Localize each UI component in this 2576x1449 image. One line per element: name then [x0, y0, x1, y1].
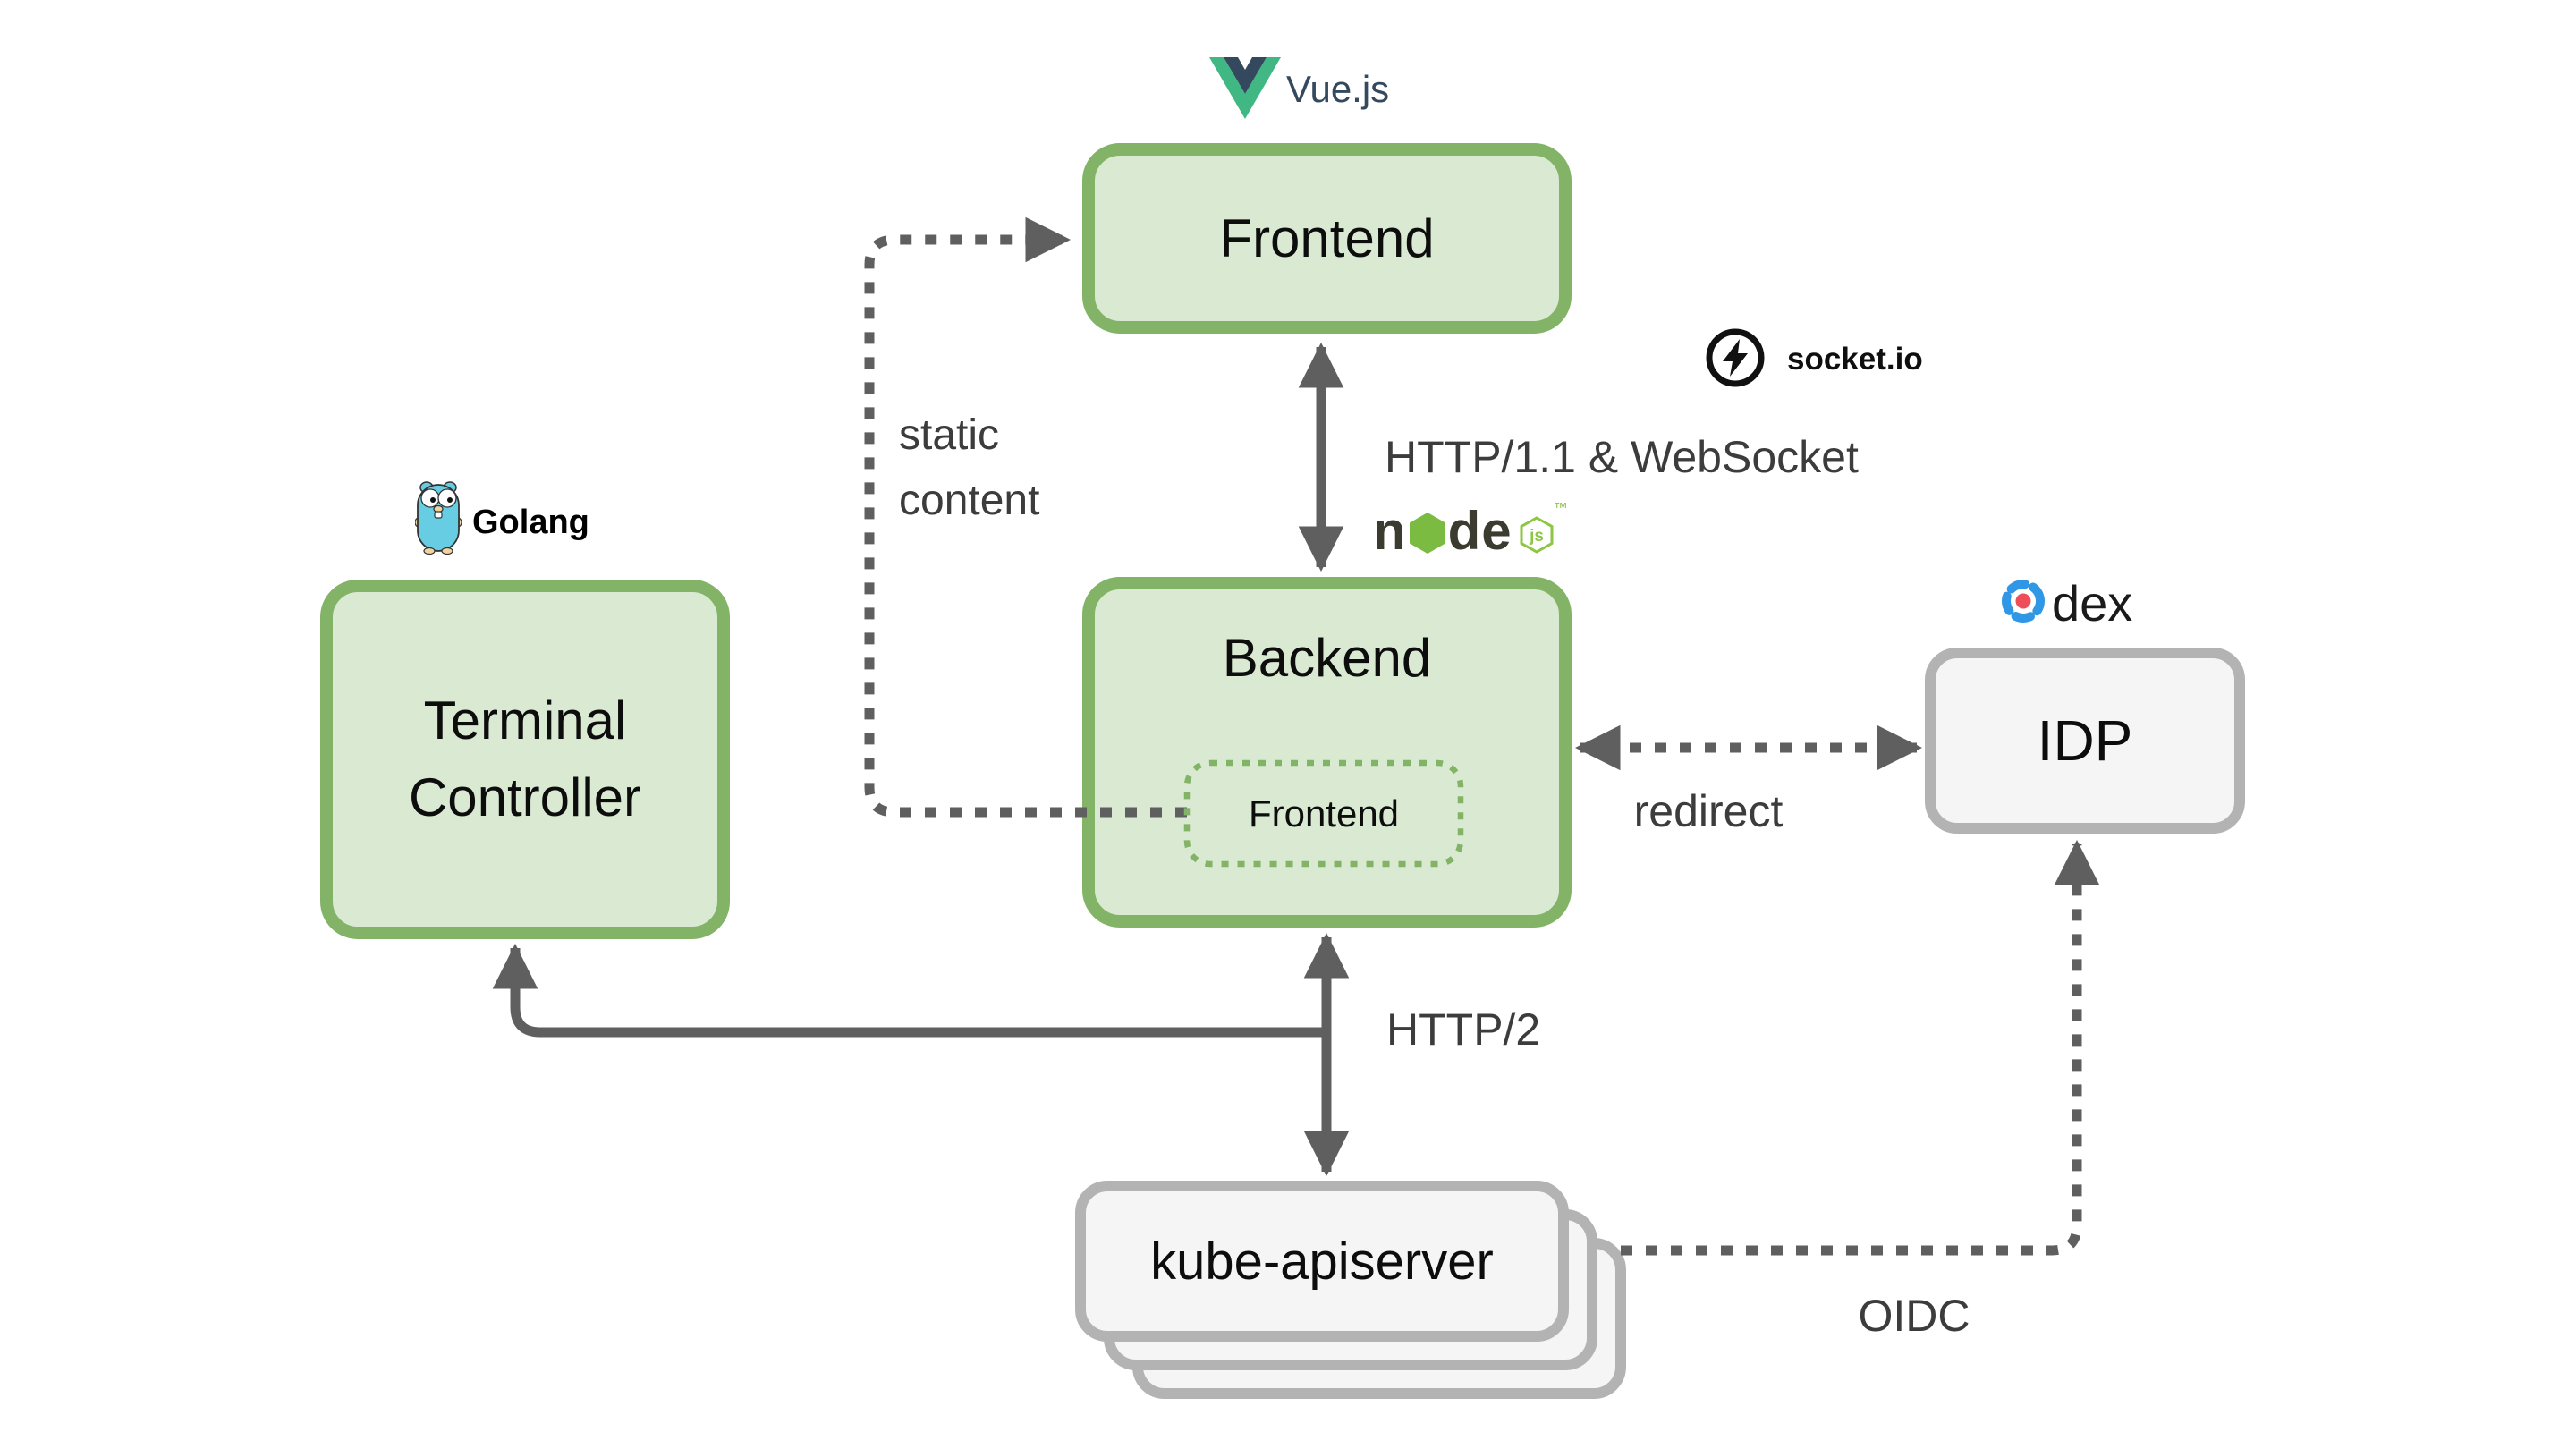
- svg-text:js: js: [1529, 527, 1544, 546]
- dex-icon: [2002, 580, 2045, 623]
- static-content-label: static content: [899, 402, 1039, 533]
- socketio-icon: [1706, 328, 1765, 387]
- edge-kube-terminal-controller: [492, 943, 1326, 1038]
- idp-label: IDP: [2037, 708, 2133, 773]
- oidc-label: OIDC: [1858, 1291, 1970, 1341]
- nodejs-word-start: n: [1373, 500, 1407, 561]
- nodejs-hexagon-o-icon: [1409, 513, 1445, 554]
- nodejs-word-end: de: [1447, 500, 1513, 561]
- terminal-controller-label-line1: Terminal: [423, 691, 627, 750]
- backend-label: Backend: [1222, 627, 1432, 688]
- golang-label: Golang: [472, 504, 589, 541]
- nodejs-js-badge-icon: js: [1520, 516, 1554, 554]
- terminal-controller-label: Terminal Controller: [320, 580, 730, 939]
- vuejs-label: Vue.js: [1286, 68, 1390, 110]
- node-idp: [1925, 648, 2245, 834]
- redirect-label: redirect: [1633, 786, 1784, 836]
- http2-label: HTTP/2: [1386, 1004, 1541, 1055]
- dex-label: dex: [2052, 575, 2133, 631]
- nodejs-icon: n de js ™: [1373, 499, 1568, 562]
- http-websocket-label: HTTP/1.1 & WebSocket: [1385, 432, 1859, 482]
- static-content-label-line2: content: [899, 477, 1040, 524]
- edge-oidc: [1621, 839, 2100, 1256]
- nodejs-trademark: ™: [1553, 501, 1568, 516]
- static-content-label-line1: static: [899, 411, 1000, 459]
- kube-apiserver-label: kube-apiserver: [1150, 1232, 1494, 1291]
- node-terminal-controller: [320, 580, 730, 939]
- socketio-label: socket.io: [1787, 342, 1923, 377]
- vuejs-icon: [1209, 57, 1281, 119]
- golang-gopher-icon: [415, 481, 462, 555]
- frontend-label: Frontend: [1219, 208, 1435, 268]
- terminal-controller-label-line2: Controller: [408, 767, 642, 827]
- nested-frontend-label: Frontend: [1248, 792, 1400, 835]
- node-kube-apiserver: [1075, 1181, 1569, 1342]
